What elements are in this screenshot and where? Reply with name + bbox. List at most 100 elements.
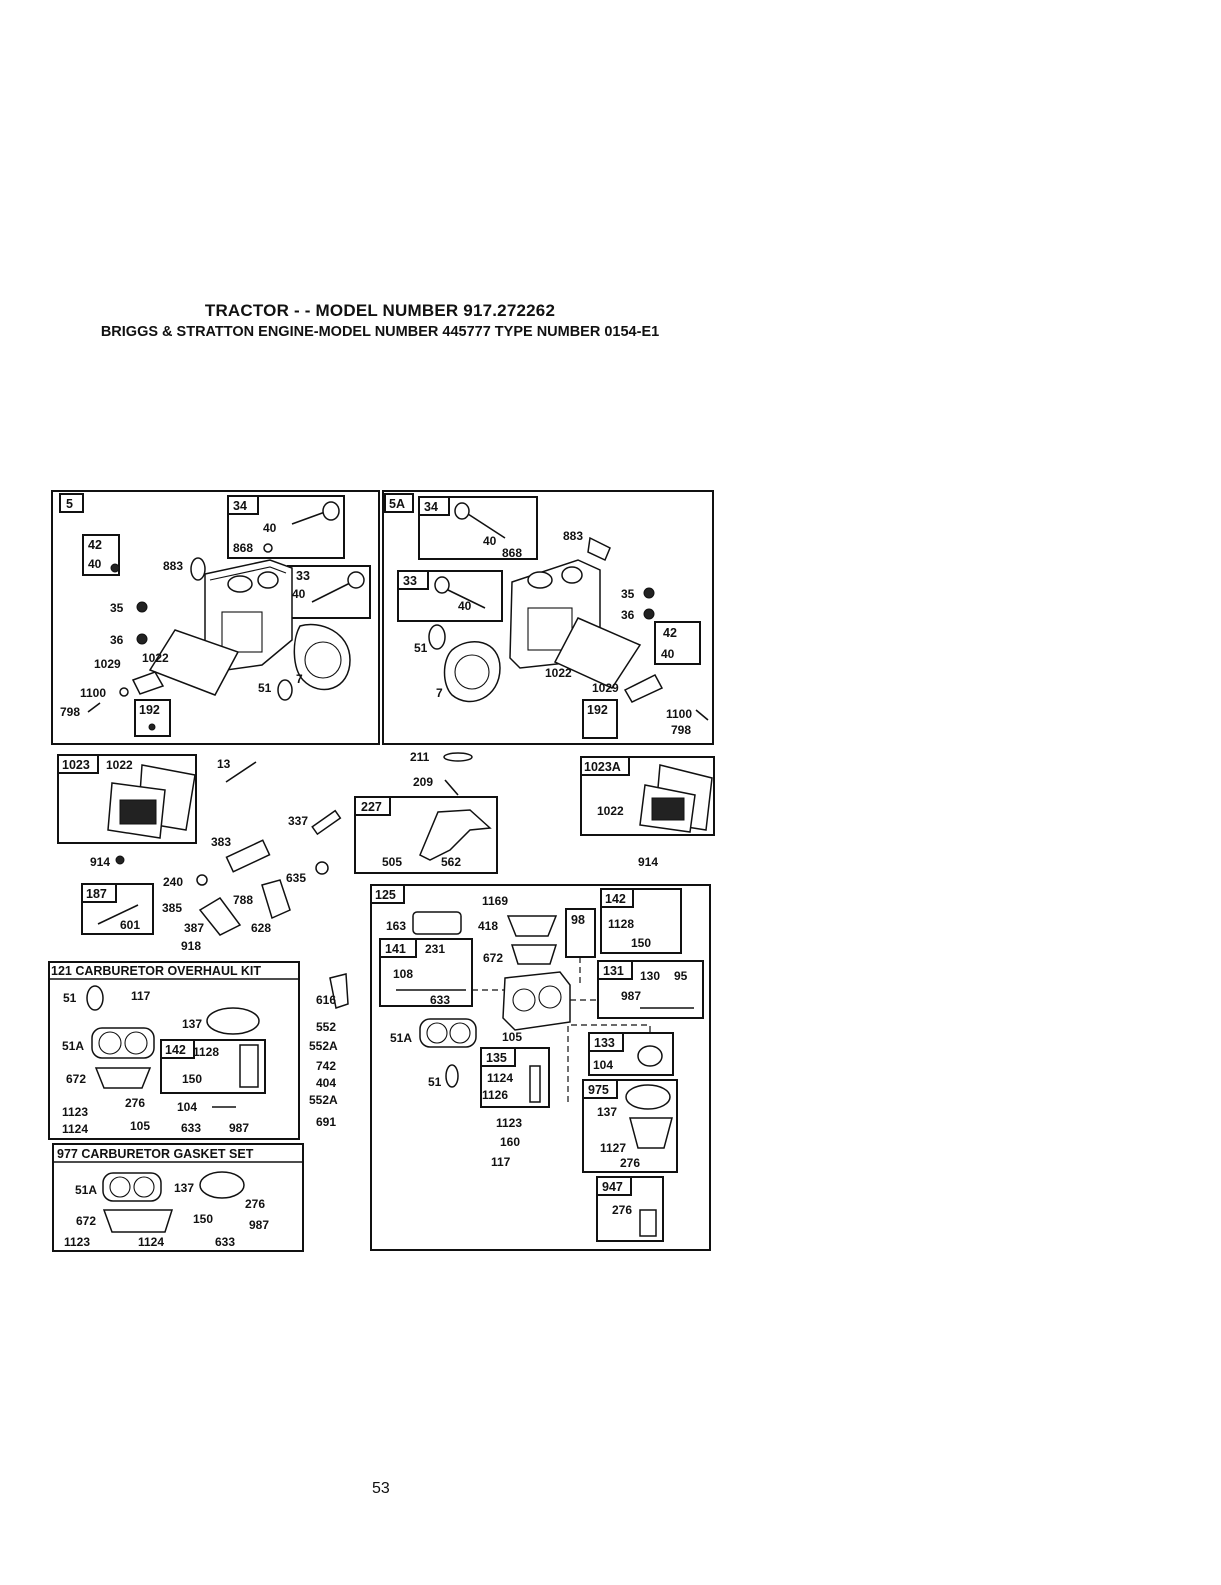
part-1128b: 1128: [608, 917, 634, 931]
part-150c: 150: [193, 1212, 213, 1226]
head-port: [227, 575, 253, 593]
part-868: 868: [233, 541, 253, 555]
screw-798: [87, 702, 101, 713]
valve-stem-34b: [467, 513, 506, 539]
key-135: 135: [486, 1051, 507, 1065]
key-125: 125: [375, 888, 396, 902]
key-975-box: [582, 1079, 678, 1173]
gasket-51d: [86, 985, 104, 1011]
part-7b: 7: [436, 686, 443, 700]
part-51: 51: [258, 681, 272, 695]
head-port-5A: [527, 571, 553, 589]
part-387: 387: [184, 921, 204, 935]
gasket-51Aa-hole2: [124, 1031, 148, 1055]
part-130: 130: [640, 969, 660, 983]
part-633b: 633: [430, 993, 450, 1007]
part-404: 404: [316, 1076, 336, 1090]
part-1124c: 1124: [138, 1235, 164, 1249]
part-1123a: 1123: [62, 1105, 88, 1119]
key-34b-box: [418, 496, 538, 560]
part-635: 635: [286, 871, 306, 885]
gasket-163: [412, 911, 462, 935]
valve-stem: [291, 511, 326, 525]
part-628: 628: [251, 921, 271, 935]
part-51b: 51: [414, 641, 428, 655]
part-209: 209: [413, 775, 433, 789]
part-788: 788: [233, 893, 253, 907]
key-975: 975: [588, 1083, 609, 1097]
fitting-1100: [119, 687, 129, 697]
bolt-36: [136, 633, 148, 645]
bracket-788: [261, 879, 291, 920]
breather-1029b: [623, 674, 664, 703]
key-131: 131: [603, 964, 624, 978]
key-5: 5: [66, 497, 73, 511]
part-40c: 40: [88, 557, 102, 571]
section-227-frame: [354, 796, 498, 874]
part-104a: 104: [177, 1100, 197, 1114]
carb-bore-1: [512, 988, 536, 1012]
part-918: 918: [181, 939, 201, 953]
link-211: [443, 752, 473, 762]
part-160: 160: [500, 1135, 520, 1149]
key-131-box: [597, 960, 704, 1019]
screw-798b: [695, 709, 709, 721]
head-gasket: [293, 623, 351, 691]
section-5-frame: [51, 490, 380, 745]
part-35b: 35: [621, 587, 635, 601]
valve-head-34b: [454, 502, 470, 520]
part-1123c: 1123: [64, 1235, 90, 1249]
kit-121-title: 121 CARBURETOR OVERHAUL KIT: [51, 964, 261, 978]
gasket-672c: [102, 1209, 174, 1233]
valve-head-33b: [434, 576, 450, 594]
part-276a: 276: [125, 1096, 145, 1110]
part-40: 40: [263, 521, 277, 535]
section-227-bracket: 227 505 562: [354, 796, 498, 874]
key-125-box: [370, 884, 405, 904]
key-135-tab: [480, 1047, 516, 1067]
part-987b: 987: [621, 989, 641, 1003]
part-137b: 137: [597, 1105, 617, 1119]
key-142a: 142: [165, 1043, 186, 1057]
part-105b: 105: [502, 1030, 522, 1044]
part-691: 691: [316, 1115, 336, 1129]
part-105a: 105: [130, 1119, 150, 1133]
gasket-883: [190, 557, 206, 581]
section-1023-valve-cover: 1023 1022 914: [57, 754, 197, 869]
part-1124a: 1124: [62, 1122, 88, 1136]
head-port-5A-2: [561, 566, 583, 584]
key-33b: 33: [403, 574, 417, 588]
gasket-672b: [510, 944, 558, 965]
key-141-box: [379, 938, 473, 1007]
key-34: 34: [233, 499, 247, 513]
key-42-box: [82, 534, 120, 576]
valve-cover-gasket: [148, 629, 240, 696]
key-142a-box: [160, 1039, 266, 1094]
fuel-part-616: [329, 973, 349, 1009]
key-227: 227: [361, 800, 382, 814]
part-1126: 1126: [482, 1088, 508, 1102]
part-137a: 137: [182, 1017, 202, 1031]
part-117b: 117: [491, 1155, 511, 1169]
section-125-frame: [370, 884, 711, 1251]
part-505: 505: [382, 855, 402, 869]
part-276c: 276: [612, 1203, 632, 1217]
key-141-tab: [379, 938, 417, 958]
key-34-box: [227, 495, 345, 559]
key-42: 42: [88, 538, 102, 552]
part-51Ab: 51A: [390, 1031, 412, 1045]
control-385: [198, 897, 242, 936]
key-1023A: 1023A: [584, 760, 621, 774]
kit-977-title: 977 CARBURETOR GASKET SET: [57, 1147, 254, 1161]
part-385: 385: [162, 901, 182, 915]
part-163: 163: [386, 919, 406, 933]
gasket-51Ac-hole2: [133, 1176, 155, 1198]
key-42b-box: [654, 621, 701, 665]
key-227-box: [354, 796, 391, 816]
oring-137c: [199, 1171, 245, 1199]
gasket-51Ab-hole2: [449, 1022, 471, 1044]
oring-137a: [206, 1007, 260, 1035]
valve-head: [322, 501, 340, 521]
key-142b-tab: [600, 888, 634, 908]
